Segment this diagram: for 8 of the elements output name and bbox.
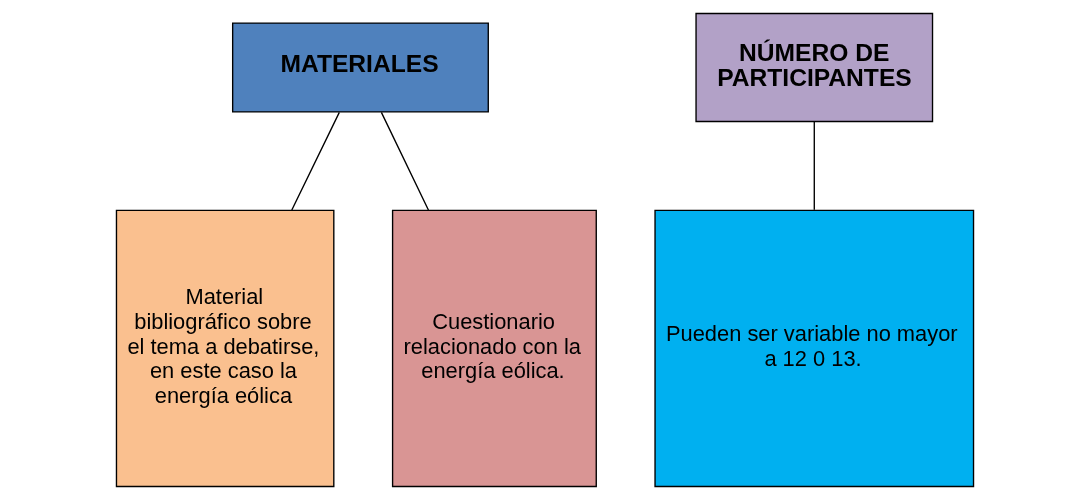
connector (380, 111, 429, 211)
node-box: Pueden ser variable no mayor a 12 0 13. (653, 209, 974, 488)
node-box: Material bibliográfico sobre el tema a debatirse, en este caso la energía eólica (115, 209, 334, 488)
connector (813, 121, 815, 211)
node-box: NÚMERO DE PARTICIPANTES (694, 12, 933, 123)
connector (290, 111, 340, 211)
node-box: Cuestionario relacionado con la energía eólica. (391, 209, 597, 488)
node-box: MATERIALES (231, 22, 489, 113)
